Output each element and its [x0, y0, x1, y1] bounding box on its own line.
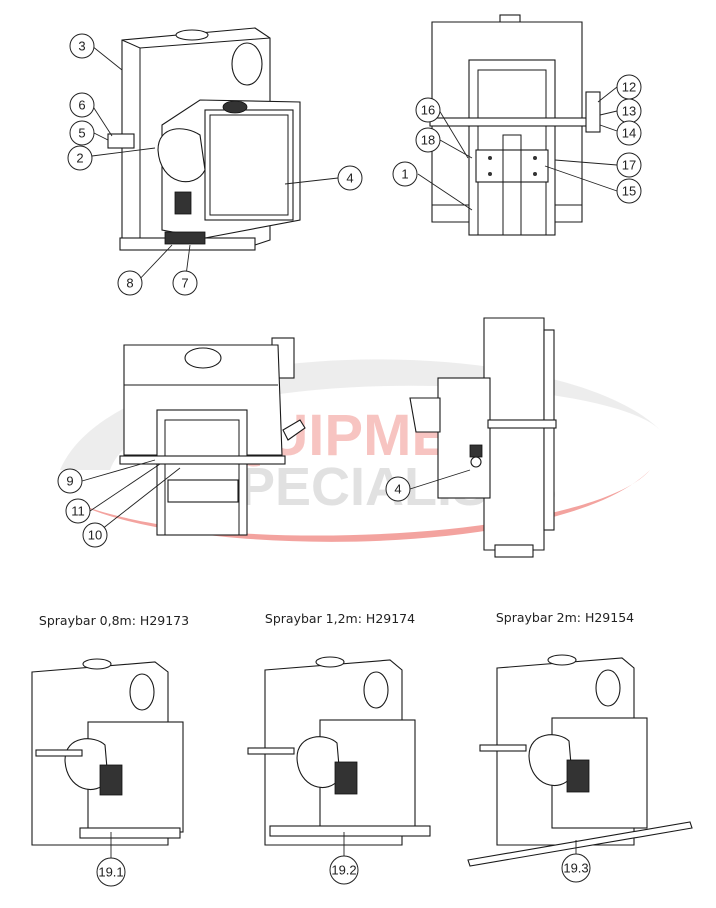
- tank-side: [483, 317, 545, 551]
- svg-text:19.2: 19.2: [331, 863, 356, 878]
- svg-text:19.1: 19.1: [98, 865, 123, 880]
- svg-text:3: 3: [78, 39, 85, 54]
- front-cross-bar: [119, 455, 286, 465]
- svg-text:8: 8: [126, 276, 133, 291]
- base-fittings: [164, 231, 206, 245]
- caption-spraybar-2: Spraybar 2m: H29154: [496, 610, 634, 625]
- svg-text:12: 12: [622, 80, 636, 95]
- callout-19-3: 19.3: [561, 853, 591, 883]
- svg-text:9: 9: [66, 474, 73, 489]
- callout-5: 5: [69, 120, 95, 146]
- callout-13: 13: [616, 98, 642, 124]
- mount-bracket: [107, 133, 135, 149]
- callout-19-1: 19.1: [96, 857, 126, 887]
- spraybar-view-2: [467, 654, 693, 867]
- cross-bar: [429, 117, 591, 127]
- svg-text:4: 4: [346, 171, 353, 186]
- svg-text:15: 15: [622, 184, 636, 199]
- tank-cap: [175, 29, 209, 41]
- side-pump: [409, 397, 441, 433]
- svg-text:4: 4: [394, 482, 401, 497]
- svg-text:7: 7: [181, 276, 188, 291]
- svg-text:17: 17: [622, 158, 636, 173]
- leader-lines: [81, 45, 618, 860]
- callout-11: 11: [65, 498, 91, 524]
- spraybar-view-12: [247, 656, 431, 846]
- view-side: [409, 317, 557, 558]
- side-bracket: [585, 91, 601, 133]
- view-front: [119, 337, 306, 536]
- callout-2: 2: [67, 145, 93, 171]
- callout-7: 7: [172, 270, 198, 296]
- spraybar-12: [269, 825, 431, 837]
- callout-18: 18: [415, 127, 441, 153]
- svg-text:16: 16: [421, 103, 435, 118]
- callout-3: 3: [69, 33, 95, 59]
- svg-text:14: 14: [622, 126, 636, 141]
- callout-1: 1: [392, 161, 418, 187]
- callout-16: 16: [415, 97, 441, 123]
- callout-19-2: 19.2: [329, 855, 359, 885]
- pump-housing: [157, 128, 206, 183]
- callout-15: 15: [616, 178, 642, 204]
- spraybar-2: [467, 821, 693, 867]
- callout-10: 10: [82, 522, 108, 548]
- svg-text:6: 6: [78, 98, 85, 113]
- svg-text:2: 2: [76, 151, 83, 166]
- svg-text:1: 1: [401, 167, 408, 182]
- svg-text:19.3: 19.3: [563, 861, 588, 876]
- svg-text:10: 10: [88, 528, 102, 543]
- callout-9: 9: [57, 468, 83, 494]
- front-handle: [282, 419, 306, 441]
- box-gland: [222, 100, 248, 114]
- spraybar-08: [79, 827, 181, 839]
- caption-spraybar-12: Spraybar 1,2m: H29174: [265, 611, 415, 626]
- rear-frame-outer: [468, 59, 556, 236]
- callout-17: 17: [616, 152, 642, 178]
- tank-window: [231, 42, 263, 86]
- valve-block: [174, 191, 192, 215]
- callout-6: 6: [69, 92, 95, 118]
- caption-spraybar-08: Spraybar 0,8m: H29173: [39, 613, 189, 628]
- front-plate: [167, 479, 239, 503]
- svg-text:13: 13: [622, 104, 636, 119]
- front-frame: [156, 409, 248, 536]
- callout-4-side: 4: [385, 476, 411, 502]
- control-box-lid: [204, 109, 294, 221]
- tank-cap-front: [184, 347, 222, 369]
- callout-8: 8: [117, 270, 143, 296]
- svg-text:18: 18: [421, 133, 435, 148]
- callout-4: 4: [337, 165, 363, 191]
- callout-14: 14: [616, 120, 642, 146]
- view-rear: [429, 14, 601, 236]
- side-control-box: [437, 377, 491, 499]
- callout-12: 12: [616, 74, 642, 100]
- svg-text:5: 5: [78, 126, 85, 141]
- side-rail: [543, 329, 555, 531]
- spraybar-view-08: [31, 658, 184, 846]
- view-isometric-front: [107, 27, 301, 251]
- mount-plate: [475, 149, 549, 183]
- svg-text:11: 11: [71, 504, 85, 519]
